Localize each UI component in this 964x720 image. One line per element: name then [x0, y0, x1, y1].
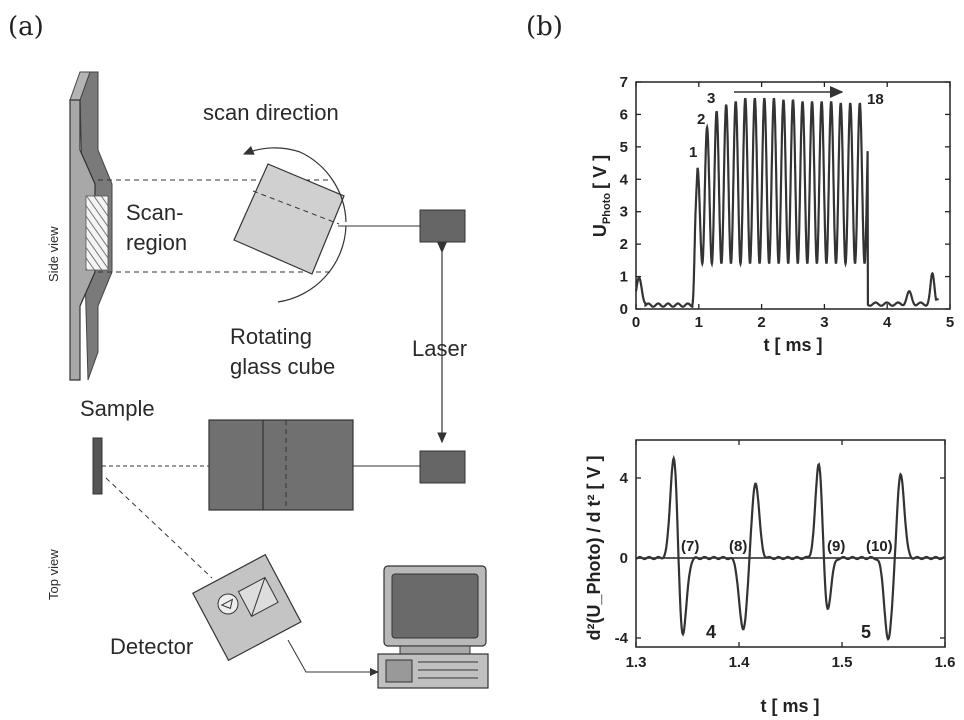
- chart2-annotation-10: (10): [866, 538, 893, 555]
- scan-direction-label: scan direction: [203, 100, 339, 125]
- scan-beam-lines: [98, 179, 332, 273]
- chart2-xtick-label: 1.4: [729, 654, 751, 671]
- chart1-ylabel: UPhoto [ V ]: [590, 155, 613, 237]
- chart2-annotation-4: 4: [706, 622, 716, 642]
- chart1-xtick-label: 4: [883, 314, 892, 331]
- chart1-xtick-label: 0: [632, 314, 640, 331]
- chart2-ytick-label: -4: [615, 630, 629, 647]
- chart1-ytick-label: 4: [620, 171, 629, 188]
- chart1-xlabel: t [ ms ]: [763, 335, 822, 355]
- scan-region-label-2: region: [126, 230, 187, 255]
- detector-beam: [105, 477, 213, 579]
- rotation-arc: [277, 225, 347, 303]
- side-view-label: Side view: [46, 226, 61, 282]
- laser-box-bottom: [419, 450, 466, 484]
- rotation-arrow: [242, 145, 301, 155]
- computer: [377, 565, 489, 689]
- chart1-ytick-label: 0: [620, 301, 628, 318]
- top-view-label: Top view: [46, 549, 61, 600]
- scan-region-hatch: [85, 195, 109, 271]
- glass-cube: [233, 163, 345, 275]
- chart2-xtick-label: 1.6: [935, 654, 956, 671]
- chart1-xtick-label: 1: [695, 314, 703, 331]
- chart1-xtick-label: 5: [946, 314, 954, 331]
- chart2-xlabel: t [ ms ]: [760, 696, 819, 716]
- cube-top-view: [208, 419, 354, 511]
- chart2-annotation-5: 5: [861, 622, 871, 642]
- detector: [192, 553, 302, 662]
- scan-region-label-1: Scan-: [126, 200, 183, 225]
- chart2-annotation-8: (8): [729, 538, 747, 555]
- chart2-xtick-label: 1.3: [626, 654, 647, 671]
- detector-cable: [287, 639, 379, 676]
- chart1-ytick-label: 5: [620, 139, 628, 156]
- chart2-annotation-7: (7): [681, 538, 699, 555]
- rotating-label-1: Rotating: [230, 324, 312, 349]
- rotating-label-2: glass cube: [230, 354, 335, 379]
- sample-label: Sample: [80, 396, 155, 421]
- chart1-annotation-2: 2: [697, 111, 705, 128]
- chart1-ytick-label: 3: [620, 204, 628, 221]
- sample-side-view: [69, 71, 113, 381]
- panel-label-a: (a): [8, 12, 44, 42]
- laser-box-top: [419, 209, 466, 243]
- chart1-xtick-label: 2: [757, 314, 765, 331]
- laser-label: Laser: [412, 336, 467, 361]
- chart1-ytick-label: 6: [620, 106, 628, 123]
- chart2-ylabel: d²(U_Photo) / d t² [ V ]: [584, 456, 604, 641]
- chart1-annotation-3: 3: [707, 90, 715, 107]
- chart1-frame: [635, 81, 951, 310]
- chart1-ylabel-main: U: [590, 224, 610, 237]
- chart1-ytick-label: 1: [620, 269, 628, 286]
- chart1-annotation-18: 18: [867, 91, 884, 108]
- chart1-ytick-label: 2: [620, 236, 628, 253]
- chart1-series-line: [634, 97, 939, 309]
- chart1-ylabel-sub: Photo: [601, 193, 613, 224]
- chart2-frame: [635, 439, 946, 648]
- chart1-ytick-label: 7: [620, 74, 628, 91]
- panel-label-b: (b): [526, 12, 563, 42]
- chart2-ytick-label: 0: [620, 550, 628, 567]
- chart2-ytick-label: 4: [620, 470, 629, 487]
- chart1-ylabel-unit: [ V ]: [590, 155, 610, 189]
- chart1-xtick-label: 3: [820, 314, 828, 331]
- chart2-annotation-9: (9): [827, 538, 845, 555]
- detector-label: Detector: [110, 634, 193, 659]
- chart2-xtick-label: 1.5: [832, 654, 853, 671]
- chart1-annotation-1: 1: [689, 144, 697, 161]
- chart2-series-line: [635, 454, 946, 642]
